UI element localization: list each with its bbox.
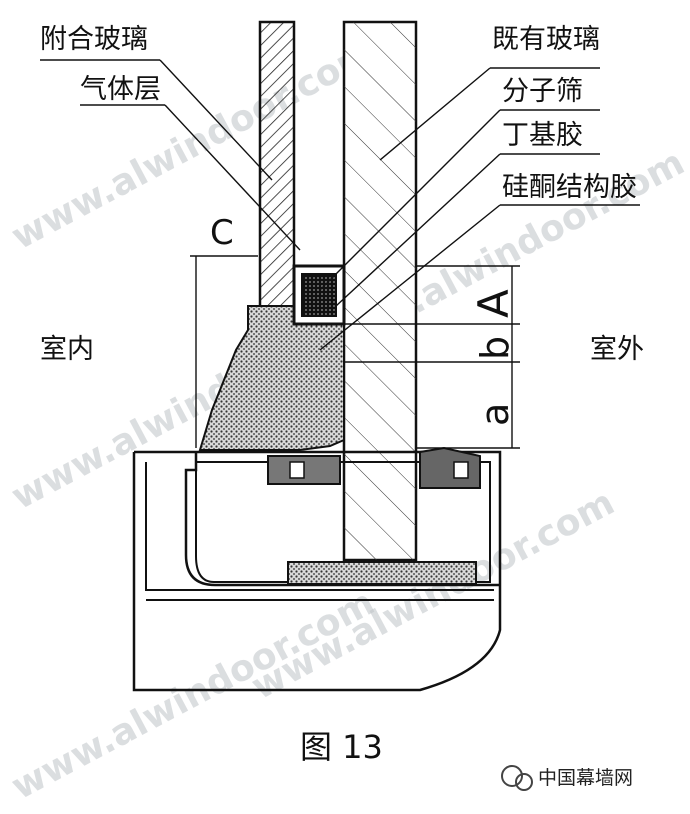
label-existing-glass: 既有玻璃: [492, 24, 600, 55]
watermark-text: www.alwindoor.com: [245, 482, 621, 708]
brand-badge: 中国幕墙网: [501, 765, 633, 791]
watermark-text: www.alwindoor.com: [5, 32, 381, 258]
label-butyl-sealant: 丁基胶: [502, 120, 583, 151]
label-attached-glass: 附合玻璃: [40, 24, 148, 55]
label-molecular-sieve: 分子筛: [502, 76, 583, 107]
butyl-sealant-core: [301, 273, 337, 317]
setting-block: [287, 561, 477, 585]
dimension-A: A: [469, 289, 518, 318]
wechat-icon-bubble: [515, 773, 533, 791]
figure-caption: 图 13: [300, 728, 383, 766]
dimension-a: a: [473, 403, 517, 426]
watermark-text: www.alwindoor.com: [5, 582, 381, 808]
label-silicone-structural-sealant: 硅酮结构胶: [502, 172, 637, 203]
frame-inner-wall: [145, 462, 494, 591]
leader-lines: [40, 59, 640, 351]
outer-gasket-slot: [453, 461, 469, 479]
label-gas-layer: 气体层: [80, 74, 161, 105]
dimension-lines: [190, 255, 520, 449]
wechat-icon: [501, 765, 523, 787]
label-indoor: 室内: [40, 334, 94, 365]
outer-gasket: [419, 446, 481, 489]
frame-profile-outline: [132, 450, 502, 692]
existing-glass-hatch: [344, 22, 416, 560]
dimension-b: b: [473, 336, 517, 360]
inner-gasket-slot: [289, 461, 305, 479]
brand-name: 中国幕墙网: [538, 767, 633, 789]
dimension-c: C: [210, 213, 234, 253]
label-outdoor: 室外: [590, 334, 644, 365]
